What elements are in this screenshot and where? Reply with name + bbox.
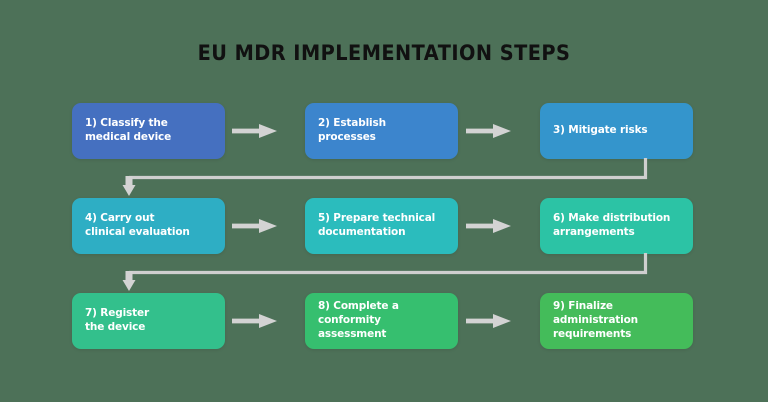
step-box-5-label: 5) Prepare technical documentation <box>318 212 436 238</box>
arrow-right-icon-step2-to-step3 <box>466 124 511 138</box>
step-box-2-label: 2) Establish processes <box>318 117 386 143</box>
arrow-right-icon-step5-to-step6 <box>466 219 511 233</box>
step-box-7-label: 7) Register the device <box>85 307 150 333</box>
step-box-9-label: 9) Finalize administration requirements <box>553 300 638 340</box>
page-title: EU MDR Implementation Steps <box>197 41 571 65</box>
step-box-1[interactable]: 1) Classify the medical device <box>72 103 225 159</box>
arrow-right-icon-step7-to-step8 <box>232 314 277 328</box>
step-box-4[interactable]: 4) Carry out clinical evaluation <box>72 198 225 254</box>
step-box-8-label: 8) Complete a conformity assessment <box>318 300 399 340</box>
step-box-7[interactable]: 7) Register the device <box>72 293 225 349</box>
step-box-4-label: 4) Carry out clinical evaluation <box>85 212 190 238</box>
arrow-right-icon-step8-to-step9 <box>466 314 511 328</box>
step-box-9[interactable]: 9) Finalize administration requirements <box>540 293 693 349</box>
connector-step6-to-step7 <box>122 253 648 291</box>
step-box-2[interactable]: 2) Establish processes <box>305 103 458 159</box>
step-box-3[interactable]: 3) Mitigate risks <box>540 103 693 159</box>
arrow-right-icon-step4-to-step5 <box>232 219 277 233</box>
arrow-right-icon-step1-to-step2 <box>232 124 277 138</box>
step-box-3-label: 3) Mitigate risks <box>553 124 648 137</box>
step-box-5[interactable]: 5) Prepare technical documentation <box>305 198 458 254</box>
connector-step3-to-step4 <box>122 158 648 196</box>
step-box-6-label: 6) Make distribution arrangements <box>553 212 671 238</box>
step-box-1-label: 1) Classify the medical device <box>85 117 172 143</box>
step-box-8[interactable]: 8) Complete a conformity assessment <box>305 293 458 349</box>
step-box-6[interactable]: 6) Make distribution arrangements <box>540 198 693 254</box>
